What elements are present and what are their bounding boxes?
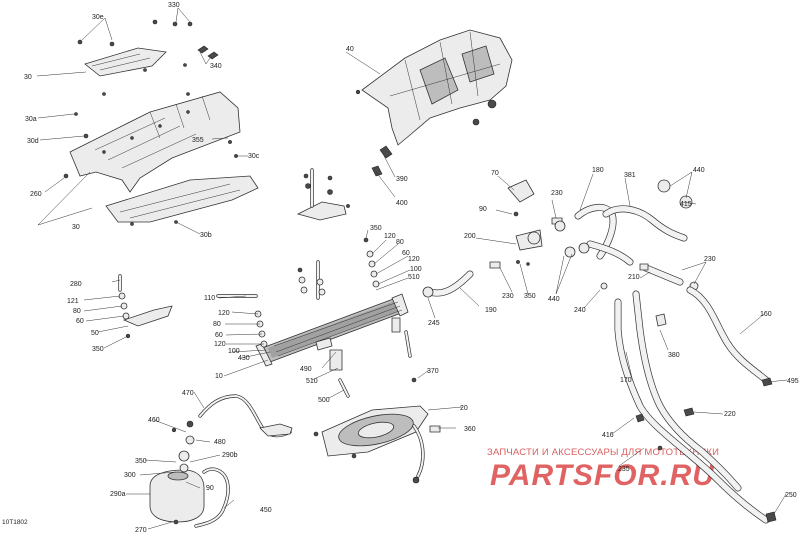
callout-350-radiator: 350 — [370, 225, 382, 232]
callout-245: 245 — [428, 320, 440, 327]
callout-110: 110 — [204, 295, 215, 302]
callout-460: 460 — [148, 417, 160, 424]
watermark-brand: PARTSFOR.RU — [490, 459, 715, 492]
front-frame-panel — [63, 91, 241, 193]
callout-90-reservoir: 90 — [206, 485, 214, 492]
coolant-pipes — [600, 282, 777, 524]
callout-510-radiator: 510 — [408, 274, 420, 281]
coolant-reservoir — [149, 427, 230, 528]
callout-30b: 30b — [200, 232, 212, 239]
radiator-top-bracket — [296, 168, 350, 221]
callout-415: 415 — [680, 201, 692, 208]
lower-radiator-hose — [422, 270, 474, 298]
left-fastener-stack — [118, 274, 268, 348]
callout-230-right: 230 — [704, 256, 716, 263]
callout-100-stack: 100 — [228, 348, 240, 355]
callout-70: 70 — [491, 170, 499, 177]
top-cover-panel — [77, 19, 219, 77]
callout-235: 235 — [618, 466, 630, 473]
callout-270: 270 — [135, 527, 147, 534]
callout-381: 381 — [624, 172, 636, 179]
thermostat-housing — [489, 179, 563, 269]
callout-470: 470 — [182, 390, 194, 397]
callout-370: 370 — [427, 368, 439, 375]
radiator-shroud — [355, 29, 513, 177]
callout-60-stack: 60 — [215, 332, 223, 339]
callout-210: 210 — [628, 274, 640, 281]
callout-230-top: 230 — [551, 190, 563, 197]
lower-skid-panel — [105, 175, 259, 226]
callout-60-radiator: 60 — [402, 250, 410, 257]
watermark-caption: ЗАПЧАСТИ И АКСЕССУАРЫ ДЛЯ МОТОТЕХНИКИ — [487, 447, 719, 458]
callout-340: 340 — [210, 63, 222, 70]
callout-50: 50 — [91, 330, 99, 337]
upper-coolant-hoses — [554, 179, 699, 291]
callout-labels: 330 30e 340 30 30a 30d 355 30c 260 30 30… — [24, 2, 799, 534]
callout-500: 500 — [318, 397, 330, 404]
callout-450: 450 — [260, 507, 272, 514]
callout-30: 30 — [24, 74, 32, 81]
callout-190: 190 — [485, 307, 497, 314]
callout-290a: 290a — [110, 491, 126, 498]
callout-240: 240 — [574, 307, 586, 314]
callout-121: 121 — [67, 298, 79, 305]
callout-440-mid: 440 — [548, 296, 560, 303]
callout-300: 300 — [124, 472, 136, 479]
callout-30d: 30d — [27, 138, 39, 145]
diagram-code: 10T1802 — [2, 519, 28, 526]
callout-355: 355 — [192, 137, 204, 144]
callout-160: 160 — [760, 311, 772, 318]
callout-80-radiator: 80 — [396, 239, 404, 246]
callout-30-lower: 30 — [72, 224, 80, 231]
callout-440-top: 440 — [693, 167, 705, 174]
callout-20: 20 — [460, 405, 468, 412]
leader-lines — [36, 7, 788, 530]
callout-30a: 30a — [25, 116, 37, 123]
callout-120-stack-b: 120 — [214, 341, 226, 348]
callout-30e: 30e — [92, 14, 104, 21]
watermark: ЗАПЧАСТИ И АКСЕССУАРЫ ДЛЯ МОТОТЕХНИКИ PA… — [487, 447, 719, 492]
callout-380: 380 — [668, 352, 680, 359]
overflow-tube — [185, 394, 293, 445]
callout-230-mid: 230 — [502, 293, 514, 300]
cooling-fan-assembly — [313, 330, 441, 484]
callout-220: 220 — [724, 411, 736, 418]
radiator — [255, 293, 409, 371]
callout-60-left: 60 — [76, 318, 84, 325]
callout-330: 330 — [168, 2, 180, 9]
callout-290b: 290b — [222, 452, 238, 459]
callout-100-radiator: 100 — [410, 266, 422, 273]
callout-90-top: 90 — [479, 206, 487, 213]
callout-280: 280 — [70, 281, 82, 288]
callout-250: 250 — [785, 492, 797, 499]
callout-170: 170 — [620, 377, 632, 384]
callout-30c: 30c — [248, 153, 260, 160]
callout-120-radiator-b: 120 — [408, 256, 420, 263]
callout-180: 180 — [592, 167, 604, 174]
callout-260: 260 — [30, 191, 42, 198]
callout-350-reservoir: 350 — [135, 458, 147, 465]
callout-120-stack-a: 120 — [218, 310, 230, 317]
callout-390: 390 — [396, 176, 408, 183]
callout-430: 430 — [238, 355, 250, 362]
callout-40: 40 — [346, 46, 354, 53]
callout-510-lower: 510 — [306, 378, 318, 385]
callout-490: 490 — [300, 366, 312, 373]
callout-400: 400 — [396, 200, 408, 207]
callout-200: 200 — [464, 233, 476, 240]
callout-350-mid: 350 — [524, 293, 536, 300]
callout-120-radiator-a: 120 — [384, 233, 396, 240]
callout-495: 495 — [787, 378, 799, 385]
callout-80-stack: 80 — [213, 321, 221, 328]
callout-10: 10 — [215, 373, 223, 380]
callout-80-left: 80 — [73, 308, 81, 315]
callout-480: 480 — [214, 439, 226, 446]
callout-416: 416 — [602, 432, 614, 439]
callout-350-left: 350 — [92, 346, 104, 353]
callout-360: 360 — [464, 426, 476, 433]
radiator-fastener-stack-upper — [297, 237, 380, 300]
